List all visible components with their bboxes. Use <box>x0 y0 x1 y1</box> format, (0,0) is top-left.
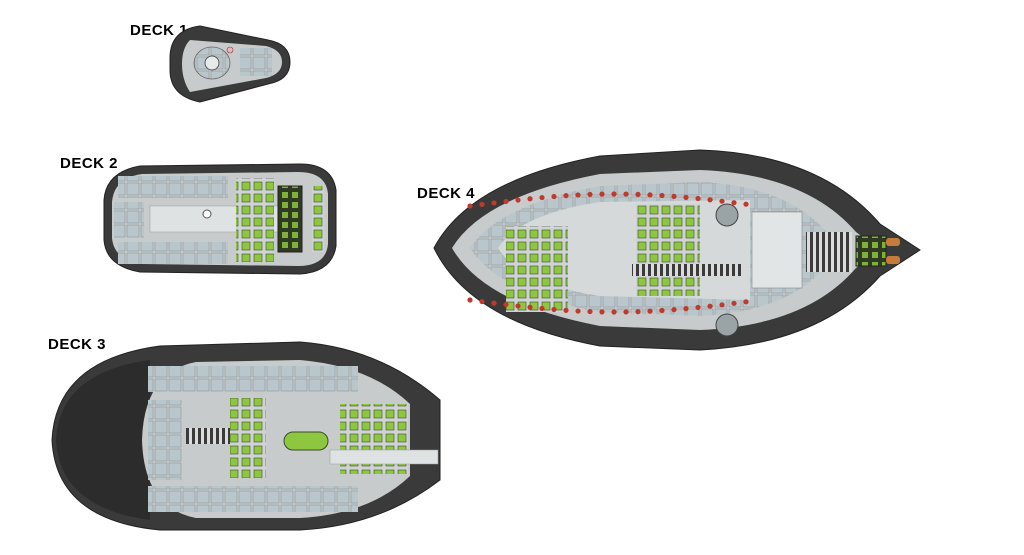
deck-4-thrusters <box>855 235 887 267</box>
bunk-marker <box>707 197 713 203</box>
bunk-marker <box>719 302 725 308</box>
deck-3-label: DECK 3 <box>48 336 107 353</box>
deck-1-label: DECK 1 <box>130 22 189 39</box>
bunk-marker <box>515 197 521 203</box>
bunk-marker <box>467 203 473 209</box>
bunk-marker <box>611 191 617 197</box>
deck-3-dark-bow <box>56 360 150 520</box>
bunk-marker <box>527 196 533 202</box>
deck-4-engine-room <box>806 232 852 272</box>
bunk-marker <box>587 308 593 315</box>
bunk-marker <box>479 298 485 305</box>
deck-4-main-corridor <box>632 264 742 276</box>
bunk-marker <box>515 303 521 309</box>
bunk-marker <box>587 191 593 198</box>
deck-2-plan <box>103 163 337 275</box>
bunk-marker <box>575 308 581 314</box>
bunk-marker <box>659 192 665 199</box>
deck-4-port-nacelle <box>886 238 900 246</box>
deck-3-fore-block <box>148 400 182 480</box>
deck-2-label: DECK 2 <box>60 155 119 172</box>
deck-4-reactor-fore <box>715 203 739 227</box>
deck-4-reactor-aft <box>715 313 739 337</box>
bunk-marker <box>635 309 641 315</box>
bunk-marker <box>503 301 509 308</box>
deck-2-engineering <box>277 185 303 253</box>
bunk-marker <box>599 309 605 315</box>
deck-2-fore-section <box>114 202 144 238</box>
bunk-marker <box>743 299 749 305</box>
bunk-marker <box>647 308 653 314</box>
bunk-marker <box>683 194 689 200</box>
deck-4-bunk-row-bottom <box>467 297 749 315</box>
bunk-marker <box>563 193 569 199</box>
bunk-marker <box>707 303 713 309</box>
deck-3-aft-corridor <box>329 449 439 465</box>
bunk-marker <box>539 305 545 312</box>
bunk-marker <box>695 304 701 311</box>
deck-2-aft-pods <box>312 186 324 252</box>
bunk-marker <box>479 201 485 208</box>
deck-2-lab-block <box>236 178 274 262</box>
bunk-marker <box>611 309 617 315</box>
bunk-marker <box>503 198 509 205</box>
bunk-marker <box>683 306 689 312</box>
bunk-marker <box>671 193 677 199</box>
bunk-marker <box>491 200 497 206</box>
deck-4-cargo-bay <box>506 226 568 312</box>
deck-3-mess-block <box>230 398 266 478</box>
deck-3-rooms-bottom <box>148 486 358 512</box>
deck-2-lift-marker <box>202 209 212 219</box>
bunk-marker <box>467 297 473 303</box>
bunk-marker <box>635 191 641 197</box>
bunk-marker <box>623 309 629 315</box>
bunk-marker <box>539 194 545 201</box>
bunk-marker <box>491 300 497 306</box>
deck-4-bunk-row-top <box>467 191 749 209</box>
bunk-marker <box>659 307 665 314</box>
bunk-marker <box>695 195 701 202</box>
bunk-marker <box>575 192 581 198</box>
deck-1-rear-rooms <box>240 48 272 76</box>
bunk-marker <box>719 198 725 204</box>
bunk-marker <box>623 191 629 197</box>
deck-3-floor <box>142 360 410 518</box>
deck-4-starboard-nacelle <box>886 256 900 264</box>
bunk-marker <box>671 307 677 313</box>
deck-2-fore-rooms-bottom <box>118 242 228 264</box>
deck-2-fore-rooms-top <box>118 176 228 198</box>
bunk-marker <box>731 200 737 206</box>
bunk-marker <box>743 201 749 207</box>
deck-1-plan <box>169 25 291 103</box>
deck-1-marker <box>226 46 234 54</box>
deck-1-center-pod <box>204 55 220 71</box>
bunk-marker <box>551 193 557 200</box>
deck-4-plan <box>433 149 921 351</box>
bunk-marker <box>563 307 569 313</box>
deck-3-plan <box>51 341 441 531</box>
bunk-marker <box>731 300 737 306</box>
deck-4-workshop <box>636 204 700 296</box>
bunk-marker <box>599 191 605 197</box>
bunk-marker <box>527 304 533 310</box>
deck-3-lounge <box>283 431 329 451</box>
deck-3-rooms-top <box>148 366 358 392</box>
bunk-marker <box>551 306 557 313</box>
bunk-marker <box>647 192 653 198</box>
deck-4-bridge-section <box>751 211 803 289</box>
deck-4-label: DECK 4 <box>417 185 476 202</box>
